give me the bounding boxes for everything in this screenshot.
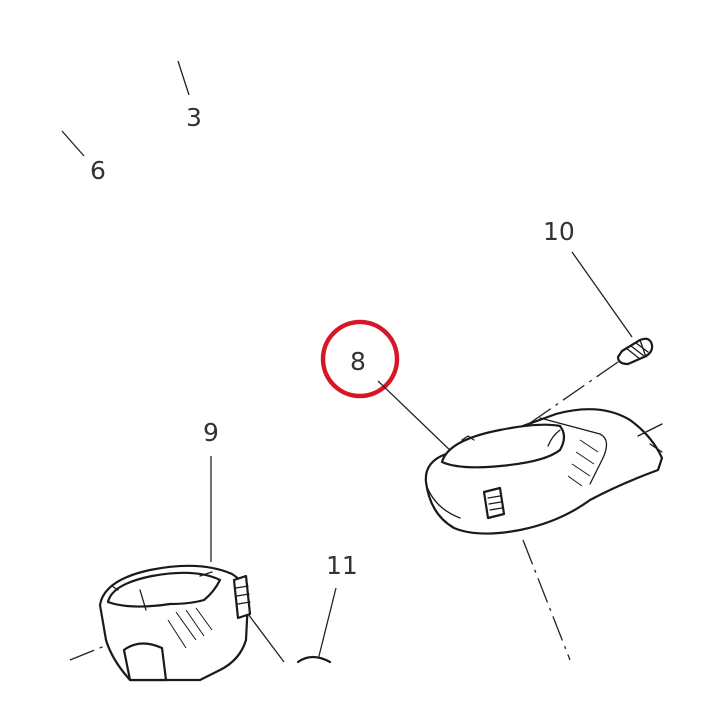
callout-label-11: 11 (326, 551, 358, 580)
axis-line-lower-left (69, 642, 113, 661)
highlight-circle (320, 319, 400, 399)
leader-line-10 (571, 251, 633, 338)
callout-6[interactable]: 6 (61, 130, 106, 185)
axis-line-vertical (522, 539, 571, 661)
callout-label-9: 9 (203, 418, 219, 447)
callout-label-3: 3 (186, 103, 202, 132)
callout-9[interactable]: 9 (203, 418, 219, 562)
callout-10[interactable]: 10 (543, 217, 633, 338)
part-11-edge (296, 655, 332, 664)
screw-part (616, 337, 654, 366)
callout-3[interactable]: 3 (177, 60, 202, 132)
callout-label-6: 6 (90, 156, 106, 185)
callout-label-10: 10 (543, 217, 575, 246)
leader-line-6 (61, 130, 85, 157)
leader-line-8 (377, 380, 456, 456)
leader-line-3 (177, 60, 190, 96)
clamp-bracket-part (98, 564, 285, 682)
callout-11[interactable]: 11 (296, 551, 358, 664)
handle-housing-part (424, 408, 664, 535)
leader-line-11 (317, 587, 337, 661)
callout-label-8: 8 (350, 347, 366, 376)
callout-8[interactable]: 8 (320, 319, 456, 456)
